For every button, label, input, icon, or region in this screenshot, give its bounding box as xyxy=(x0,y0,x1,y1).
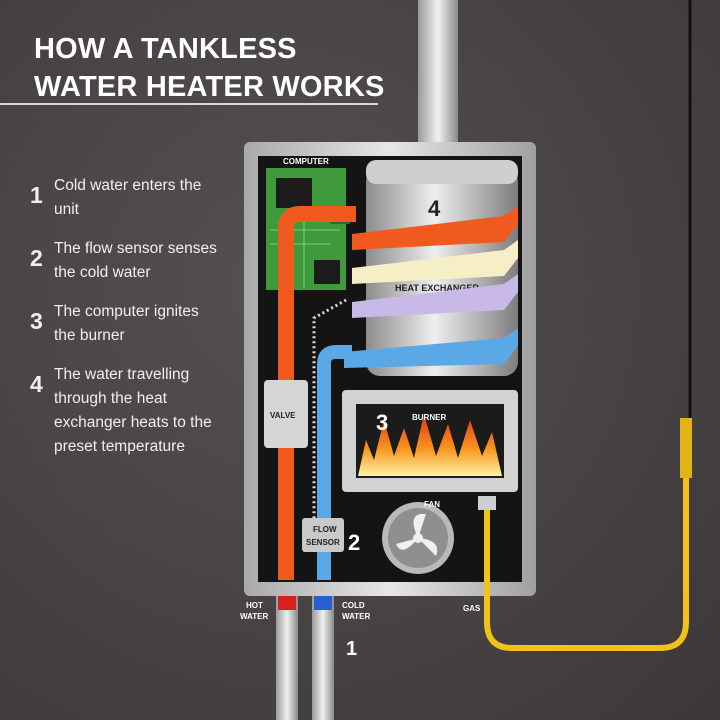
heat-exchanger-label: HEAT EXCHANGER xyxy=(395,283,479,293)
step-number: 4 xyxy=(30,371,43,397)
step-text: The flow sensor senses the cold water xyxy=(54,240,217,281)
flow-sensor-label-2: SENSOR xyxy=(306,538,340,547)
valve-label: VALVE xyxy=(270,411,296,420)
gas-connector xyxy=(680,418,692,478)
fan-label: FAN xyxy=(424,500,440,509)
burner-label: BURNER xyxy=(412,413,446,422)
step-item: 3 The computer ignites the burner xyxy=(30,300,220,348)
hot-water-label-2: WATER xyxy=(240,612,269,621)
cold-inlet-band xyxy=(314,596,332,610)
hot-water-line xyxy=(278,206,356,580)
cold-inlet-pipe xyxy=(312,596,334,720)
title-line-2: WATER HEATER WORKS xyxy=(34,71,385,103)
gas-label: GAS xyxy=(463,604,481,613)
step-item: 4 The water travelling through the heat … xyxy=(30,363,220,459)
step-item: 1 Cold water enters the unit xyxy=(30,174,220,222)
hot-water-label-1: HOT xyxy=(246,601,263,610)
cold-water-label-1: COLD xyxy=(342,601,365,610)
exhaust-pipe xyxy=(418,0,458,152)
step-number: 2 xyxy=(30,245,43,271)
step-item: 2 The flow sensor senses the cold water xyxy=(30,237,220,285)
step-number: 3 xyxy=(30,308,43,334)
hot-outlet-pipe xyxy=(276,596,298,720)
page-title: HOW A TANKLESS WATER HEATER WORKS xyxy=(34,30,385,106)
title-line-1: HOW A TANKLESS xyxy=(34,33,297,65)
flow-sensor-label-1: FLOW xyxy=(313,525,337,534)
computer-label: COMPUTER xyxy=(283,157,329,166)
cold-water-line xyxy=(317,345,352,580)
cold-coil-band xyxy=(344,328,518,368)
step-list: 1 Cold water enters the unit 2 The flow … xyxy=(30,174,220,474)
step-text: The water travelling through the heat ex… xyxy=(54,366,212,455)
burner-number: 3 xyxy=(376,410,388,435)
warm-coil-band xyxy=(352,240,518,284)
heat-exchanger-number: 4 xyxy=(428,196,441,221)
valve xyxy=(264,380,308,448)
flow-sensor xyxy=(302,518,344,552)
burner xyxy=(342,390,518,492)
step-text: Cold water enters the unit xyxy=(54,177,202,218)
title-divider xyxy=(0,103,378,105)
gas-fitting xyxy=(478,496,496,510)
gas-line xyxy=(484,430,689,651)
fan xyxy=(382,502,454,574)
flow-sensor-number: 2 xyxy=(348,530,360,555)
cold-inlet-number: 1 xyxy=(346,638,357,660)
control-wire xyxy=(312,298,347,520)
hot-coil-band xyxy=(352,206,518,250)
step-text: The computer ignites the burner xyxy=(54,303,199,344)
step-number: 1 xyxy=(30,182,43,208)
cold-water-label-2: WATER xyxy=(342,612,371,621)
mid-coil-band xyxy=(352,274,518,318)
hot-outlet-band xyxy=(278,596,296,610)
